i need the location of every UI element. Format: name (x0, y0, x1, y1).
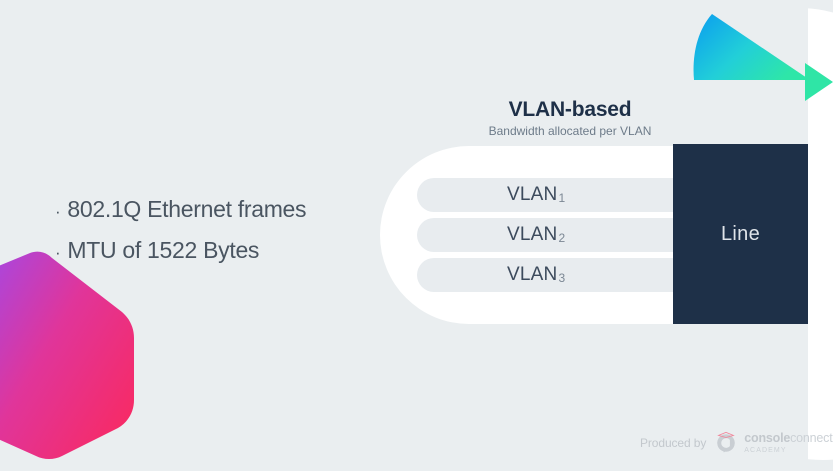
console-connect-c-mark-icon (717, 431, 736, 453)
logo-name: consoleconnect (744, 431, 833, 446)
bullet-text: MTU of 1522 Bytes (67, 237, 260, 263)
vlan-pill-label: VLAN1 (507, 184, 566, 205)
console-connect-academy-logo: consoleconnect ACADEMY (713, 430, 833, 456)
diagram-subtitle: Bandwidth allocated per VLAN (488, 124, 652, 138)
teal-wedge-icon (693, 14, 810, 80)
logo-wordmark: consoleconnect ACADEMY (744, 432, 832, 454)
diagram-title: VLAN-based (508, 98, 632, 121)
bullet-text: 802.1Q Ethernet frames (67, 196, 307, 222)
bullet-marker-icon: · (55, 202, 61, 221)
bullet-list: · 802.1Q Ethernet frames · MTU of 1522 B… (55, 196, 385, 278)
line-box-label: Line (720, 222, 760, 245)
vlan-pill-stack: VLAN1 VLAN2 VLAN3 (417, 178, 717, 298)
bullet-marker-icon: · (55, 243, 61, 262)
line-box: Line (673, 144, 808, 324)
list-item: · MTU of 1522 Bytes (55, 237, 385, 264)
magenta-polygon-icon (0, 251, 134, 459)
vlan-pill-3[interactable]: VLAN3 (417, 258, 717, 292)
teal-triangle-icon (805, 63, 833, 101)
vlan-pill-label: VLAN3 (507, 264, 566, 285)
produced-by-label: Produced by (640, 436, 707, 450)
list-item: · 802.1Q Ethernet frames (55, 196, 385, 223)
footer-branding: Produced by consoleconnect ACADEMY (640, 430, 833, 456)
vlan-pill-1[interactable]: VLAN1 (417, 178, 717, 212)
logo-academy-label: ACADEMY (744, 446, 787, 454)
vlan-pill-2[interactable]: VLAN2 (417, 218, 717, 252)
vlan-pill-label: VLAN2 (507, 224, 566, 245)
